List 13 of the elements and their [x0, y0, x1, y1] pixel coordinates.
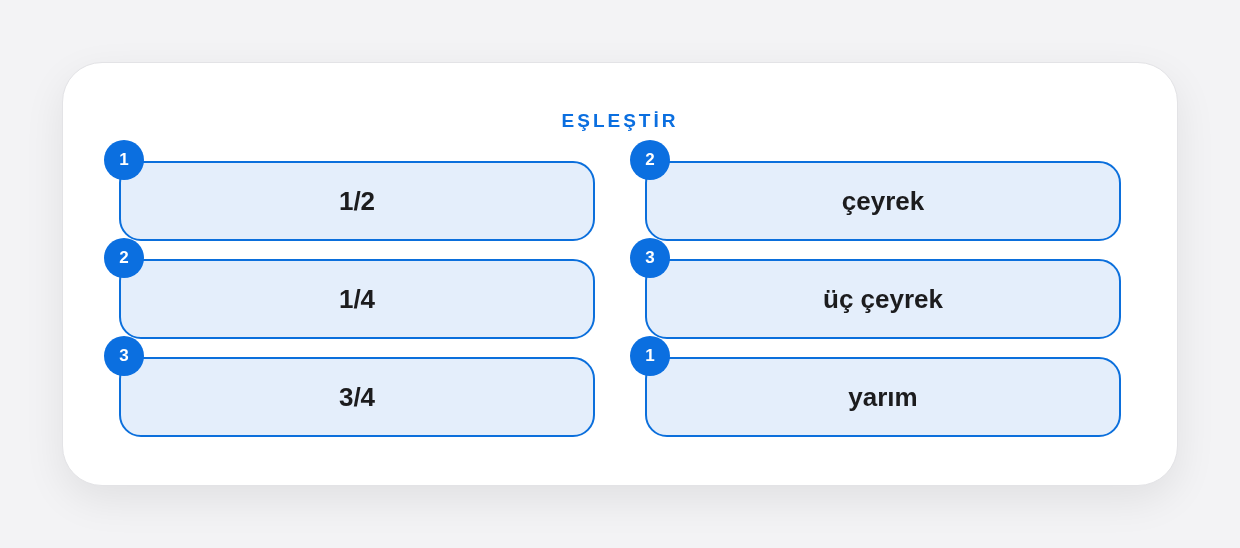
- option-text: yarım: [848, 381, 918, 413]
- number-badge: 1: [104, 140, 144, 180]
- option-text: çeyrek: [841, 185, 925, 217]
- number-badge: 1: [630, 336, 670, 376]
- option-text: üç çeyrek: [823, 283, 943, 315]
- number-badge: 3: [630, 238, 670, 278]
- option-text: 1/4: [338, 283, 376, 315]
- number-badge: 3: [104, 336, 144, 376]
- number-badge: 2: [104, 238, 144, 278]
- exercise-title: EŞLEŞTİR: [561, 109, 679, 133]
- option-text: 3/4: [338, 381, 376, 413]
- number-badge: 2: [630, 140, 670, 180]
- option-text: 1/2: [338, 185, 376, 217]
